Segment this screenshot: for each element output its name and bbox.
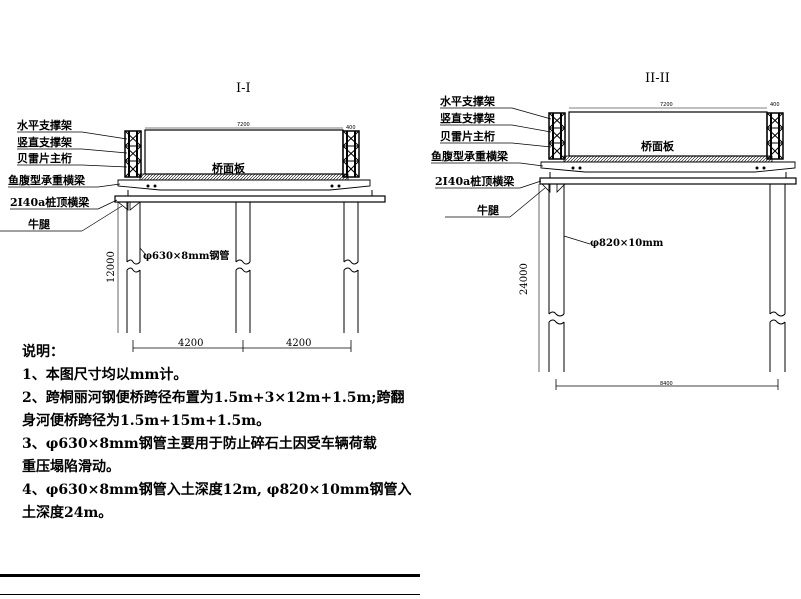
section-1-span-right: 4200 (286, 338, 311, 349)
s1-label-horizontal-brace: 水平支撑架 (17, 118, 72, 132)
section-2-deck-label: 桥面板 (641, 139, 675, 153)
section-2-pipe-label: φ820×10mm (590, 238, 664, 249)
note-line-1: 1、本图尺寸均以mm计。 (22, 367, 188, 383)
note-line-3: 身河便桥跨径为1.5m+15m+1.5m。 (22, 413, 271, 429)
section-2-cap-beam (539, 177, 797, 185)
notes-block: 说明： 1、本图尺寸均以mm计。 2、跨桐丽河钢便桥跨径布置为1.5m+3×12… (22, 341, 462, 525)
section-1-small-dim: 400 (346, 125, 356, 131)
section-2-title: II-II (645, 71, 670, 86)
section-2-small-dim: 400 (770, 102, 780, 108)
section-1-cap-beam (114, 195, 386, 203)
section-1-span-left: 4200 (178, 338, 203, 349)
section-2-span-dim: 8400 (660, 381, 673, 387)
section-1-drawing: I-I 7200 400 桥面板 (0, 81, 386, 352)
note-line-4: 3、φ630×8mm钢管主要用于防止碎石土因受车辆荷载 (22, 436, 377, 452)
s2-label-bailey-truss: 贝雷片主桁 (440, 129, 495, 143)
section-1-width-dim: 7200 (237, 122, 250, 128)
note-line-5: 重压塌陷滑动。 (22, 459, 120, 475)
note-line-7: 土深度24m。 (22, 505, 113, 521)
section-1-truss-right (342, 130, 360, 178)
section-2-callouts: 水平支撑架 竖直支撑架 贝雷片主桁 鱼腹型承重横梁 2I40a桩顶横梁 牛腿 (431, 94, 552, 218)
section-2-truss-left (548, 112, 566, 160)
s1-label-corbel: 牛腿 (28, 217, 51, 231)
s1-label-cap-beam: 2I40a桩顶横梁 (10, 195, 90, 209)
section-2-piles (548, 184, 786, 372)
section-2-height-dim: 24000 (519, 263, 530, 295)
section-2-width-dim: 7200 (660, 102, 673, 108)
section-1-callouts: 水平支撑架 竖直支撑架 贝雷片主桁 鱼腹型承重横梁 2I40a桩顶横梁 牛腿 (0, 118, 128, 232)
section-1-piles (126, 202, 359, 333)
s2-label-cap-beam: 2I40a桩顶横梁 (435, 174, 515, 188)
s1-label-bailey-truss: 贝雷片主桁 (17, 151, 72, 165)
note-line-6: 4、φ630×8mm钢管入土深度12m, φ820×10mm钢管入 (22, 482, 412, 498)
footer-rule-thick (0, 574, 420, 577)
s2-label-corbel: 牛腿 (477, 203, 500, 217)
notes-heading: 说明： (22, 344, 64, 360)
s2-label-fishbelly-beam: 鱼腹型承重横梁 (431, 149, 509, 163)
s2-label-horizontal-brace: 水平支撑架 (440, 94, 495, 108)
s1-label-fishbelly-beam: 鱼腹型承重横梁 (8, 173, 86, 187)
footer-rule-thin (0, 594, 420, 595)
note-line-2: 2、跨桐丽河钢便桥跨径布置为1.5m+3×12m+1.5m;跨翻 (22, 390, 405, 406)
section-1-truss-left (124, 130, 142, 178)
section-1-deck-label: 桥面板 (212, 161, 246, 175)
section-1-height-dim: 12000 (106, 251, 117, 283)
s2-label-vertical-brace: 竖直支撑架 (440, 111, 495, 125)
section-1-pipe-label: φ630×8mm钢管 (143, 249, 229, 262)
section-2-drawing: II-II 7200 400 桥面板 (431, 71, 797, 390)
section-2-truss-right (766, 112, 784, 160)
section-1-title: I-I (236, 81, 251, 96)
s1-label-vertical-brace: 竖直支撑架 (17, 135, 72, 149)
